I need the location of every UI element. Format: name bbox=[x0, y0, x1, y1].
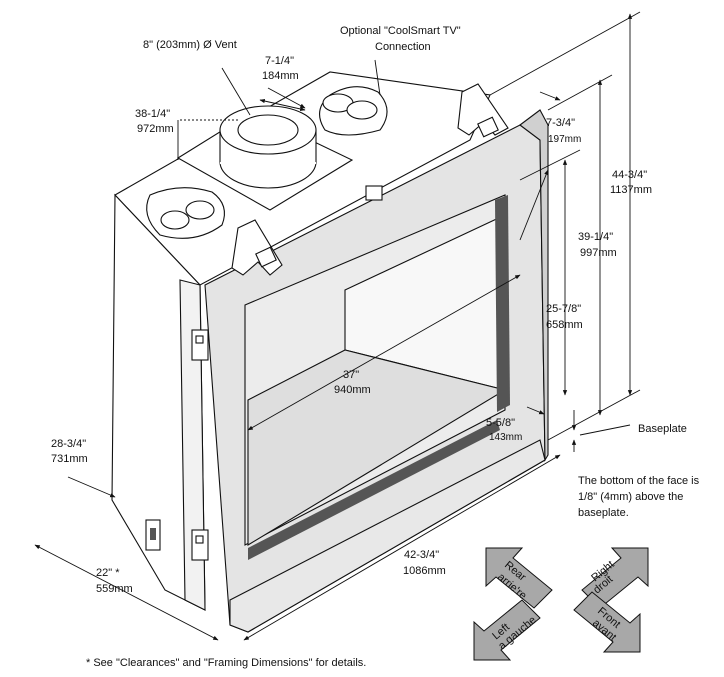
diag-in: 37" bbox=[343, 369, 359, 381]
diag-mm: 940mm bbox=[334, 384, 371, 396]
vent-collar-inner bbox=[237, 114, 299, 146]
side-bracket-lower bbox=[191, 529, 209, 561]
orientation-compass: Rear arrie're Right droit Left a gauche … bbox=[473, 547, 649, 661]
opening-height-in: 39-1/4" bbox=[578, 231, 613, 243]
vent-height-in: 38-1/4" bbox=[135, 108, 170, 120]
bottom-face-in: 5-5/8" bbox=[486, 417, 515, 429]
footnote: * See "Clearances" and "Framing Dimensio… bbox=[86, 657, 366, 669]
top-tab bbox=[365, 185, 383, 201]
fireplace-unit bbox=[111, 71, 549, 633]
opening-height-mm: 997mm bbox=[580, 247, 617, 259]
note-line-1: The bottom of the face is bbox=[578, 475, 700, 487]
dimension-labels: 8" (203mm) Ø Vent Optional "CoolSmart TV… bbox=[51, 25, 700, 669]
vent-height-mm: 972mm bbox=[137, 123, 174, 135]
dark-trim-right bbox=[495, 195, 510, 412]
top-offset-in: 7-1/4" bbox=[265, 55, 294, 67]
side-depth-mm: 731mm bbox=[51, 453, 88, 465]
depth-in: 22" * bbox=[96, 567, 120, 579]
front-arrow bbox=[573, 591, 641, 653]
top-face-in: 7-3/4" bbox=[546, 117, 575, 129]
coolsmart-label-1: Optional "CoolSmart TV" bbox=[340, 25, 461, 37]
overall-height-in: 44-3/4" bbox=[612, 169, 647, 181]
coolsmart-label-2: Connection bbox=[375, 41, 431, 53]
depth-mm: 559mm bbox=[96, 583, 133, 595]
inner-height-mm: 658mm bbox=[546, 319, 583, 331]
overall-height-mm: 1137mm bbox=[610, 184, 652, 196]
top-face-mm: 197mm bbox=[548, 134, 581, 145]
width-mm: 1086mm bbox=[403, 565, 446, 577]
inner-height-in: 25-7/8" bbox=[546, 303, 581, 315]
side-depth-in: 28-3/4" bbox=[51, 438, 86, 450]
rear-arrow bbox=[485, 547, 553, 609]
left-arrow bbox=[473, 599, 541, 661]
side-bracket-upper bbox=[191, 329, 209, 361]
dimension-lines bbox=[34, 11, 641, 641]
note-line-3: baseplate. bbox=[578, 507, 629, 519]
baseplate-label: Baseplate bbox=[638, 423, 687, 435]
vent-label: 8" (203mm) Ø Vent bbox=[143, 39, 237, 51]
note-line-2: 1/8" (4mm) above the bbox=[578, 491, 683, 503]
top-offset-mm: 184mm bbox=[262, 70, 299, 82]
bottom-face-mm: 143mm bbox=[489, 432, 522, 443]
width-in: 42-3/4" bbox=[404, 549, 439, 561]
